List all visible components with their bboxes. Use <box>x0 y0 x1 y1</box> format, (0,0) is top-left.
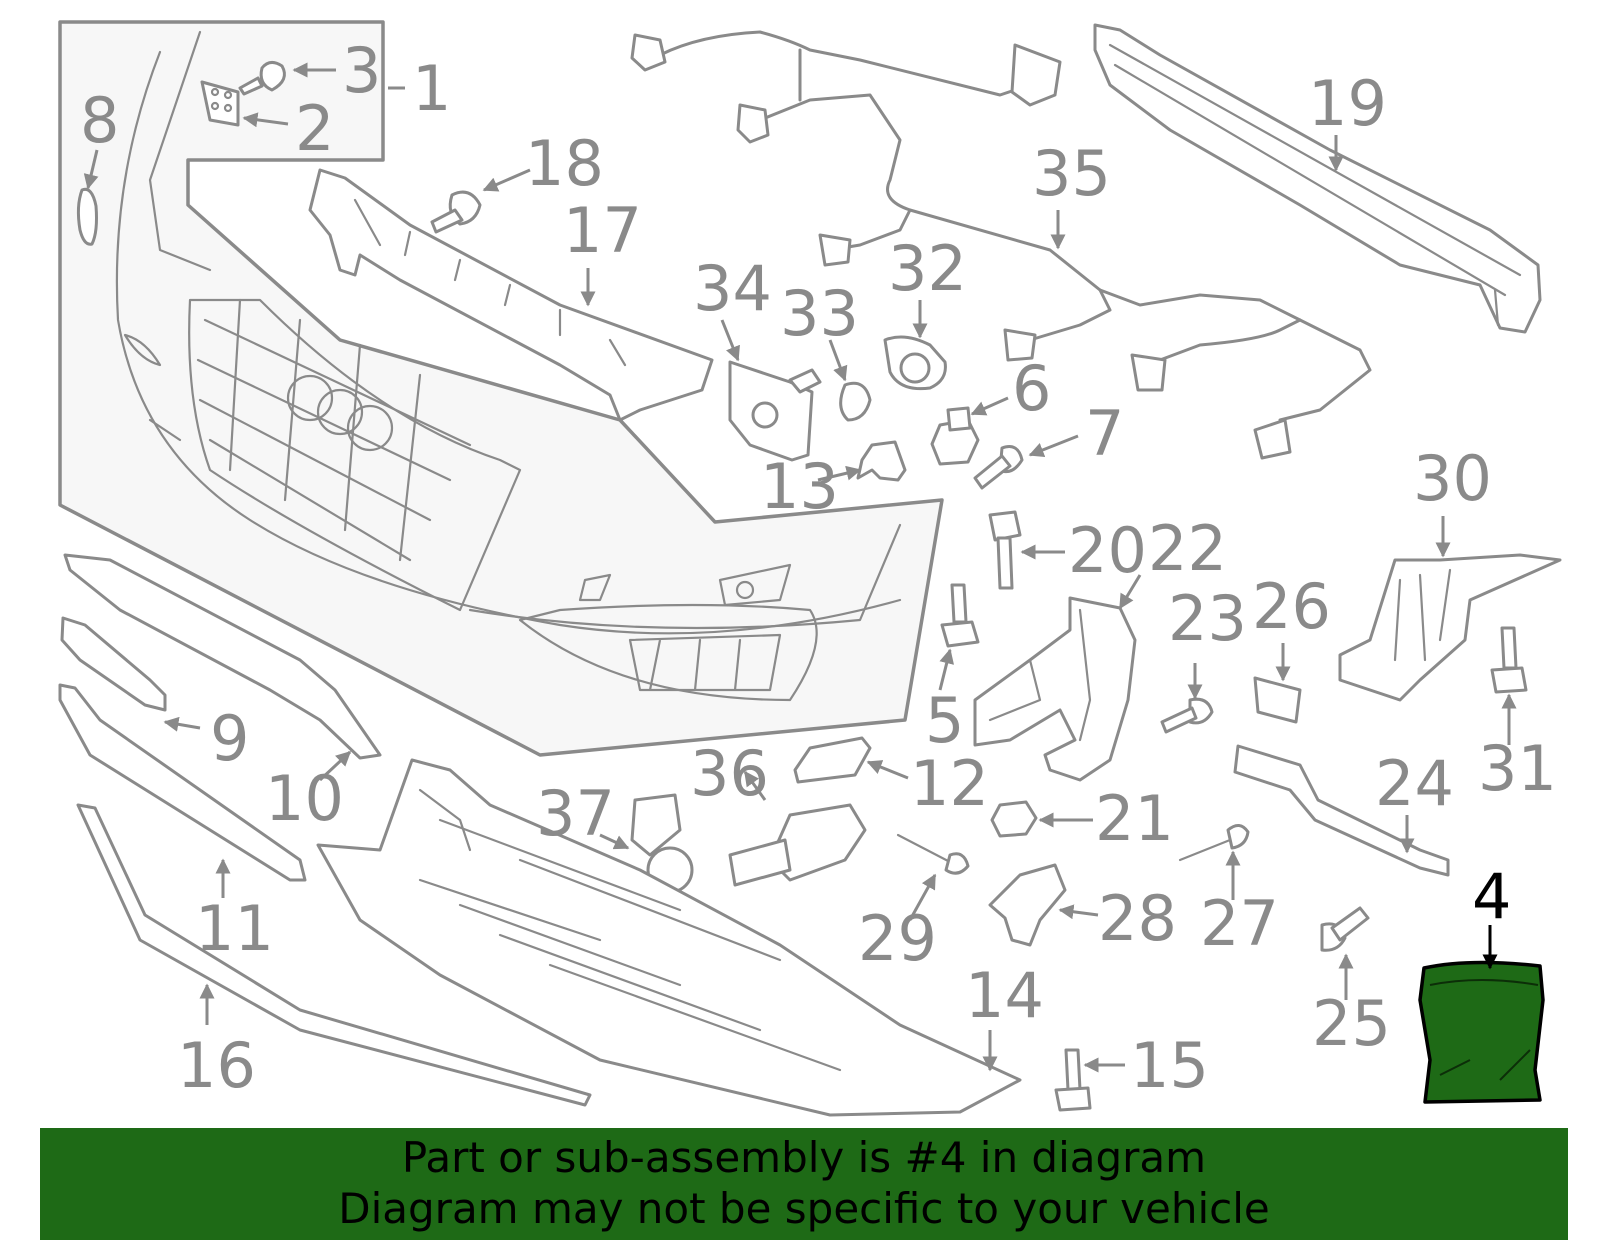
trim-strip-part-11 <box>58 683 307 882</box>
trim-strip-part-16 <box>76 803 592 1107</box>
bracket-part-2 <box>200 80 240 127</box>
callout-34: 34 <box>693 252 772 325</box>
callout-32: 32 <box>888 232 967 305</box>
reinforcement-bar-part-19 <box>1093 23 1542 334</box>
callout-28: 28 <box>1098 882 1177 955</box>
callout-labels: 1 2 3 4 5 6 7 8 9 10 11 12 13 14 15 16 1… <box>80 34 1557 1102</box>
callout-20: 20 <box>1068 514 1147 587</box>
trim-strip-part-9 <box>60 616 167 712</box>
strip-part-24 <box>1233 744 1450 877</box>
cover-part-12 <box>793 736 872 784</box>
callout-16: 16 <box>177 1029 256 1102</box>
banner-line-disclaimer: Diagram may not be specific to your vehi… <box>338 1184 1270 1233</box>
bracket-part-22 <box>973 596 1137 782</box>
callout-17: 17 <box>563 194 642 267</box>
rivet-part-27 <box>1178 824 1250 862</box>
sensor-part-36 <box>728 803 867 887</box>
callout-27: 27 <box>1200 887 1279 960</box>
trim-strip-part-10 <box>63 553 382 760</box>
leader-lines <box>83 62 1517 1073</box>
callout-2: 2 <box>295 92 334 165</box>
callout-24: 24 <box>1375 747 1454 820</box>
callout-14: 14 <box>965 959 1044 1032</box>
callout-13: 13 <box>760 450 839 523</box>
callout-3: 3 <box>342 34 381 107</box>
bracket-part-30 <box>1338 553 1562 702</box>
bolt-part-15 <box>1054 1048 1092 1112</box>
info-banner: Part or sub-assembly is #4 in diagram Di… <box>40 1128 1568 1240</box>
callout-6: 6 <box>1012 352 1051 425</box>
cap-part-8 <box>76 187 98 246</box>
guide-bar-part-17 <box>308 168 714 422</box>
callout-18: 18 <box>525 127 604 200</box>
callout-5: 5 <box>925 684 964 757</box>
callout-15: 15 <box>1130 1029 1209 1102</box>
sensor-part-32 <box>883 335 947 391</box>
callout-1: 1 <box>412 52 451 125</box>
bolt-part-20 <box>988 510 1022 590</box>
callout-37: 37 <box>536 777 615 850</box>
callout-25: 25 <box>1312 987 1391 1060</box>
screw-part-23 <box>1160 697 1214 734</box>
lower-cover-part-14 <box>316 758 1022 1117</box>
callout-29: 29 <box>858 902 937 975</box>
wiring-harness-part-35 <box>630 30 1372 460</box>
callout-31: 31 <box>1478 732 1557 805</box>
sensor-bracket-part-34 <box>728 360 822 462</box>
rivet-part-29 <box>896 833 970 875</box>
bumper-cover-assembly <box>58 20 944 757</box>
bracket-part-28 <box>988 863 1067 947</box>
callout-35: 35 <box>1032 137 1111 210</box>
callout-30: 30 <box>1413 442 1492 515</box>
bracket-part-13 <box>856 440 907 482</box>
nut-part-21 <box>990 800 1038 838</box>
callout-26: 26 <box>1252 570 1331 643</box>
callout-36: 36 <box>690 737 769 810</box>
callout-9: 9 <box>210 702 249 775</box>
callout-7: 7 <box>1085 397 1124 470</box>
callout-11: 11 <box>195 892 274 965</box>
callout-22: 22 <box>1148 512 1227 585</box>
callout-19: 19 <box>1308 67 1387 140</box>
nut-part-6 <box>930 406 980 466</box>
callout-10: 10 <box>265 762 344 835</box>
callout-8: 8 <box>80 84 119 157</box>
callout-33: 33 <box>780 277 859 350</box>
banner-line-part-number: Part or sub-assembly is #4 in diagram <box>401 1133 1207 1182</box>
bolt-part-31 <box>1490 626 1528 694</box>
bolt-part-3 <box>238 61 286 96</box>
callout-4: 4 <box>1472 860 1511 933</box>
bolt-part-7 <box>973 445 1024 490</box>
clip-part-26 <box>1253 676 1302 724</box>
bolt-part-5 <box>940 583 980 648</box>
callout-12: 12 <box>910 747 989 820</box>
highlighted-part-4 <box>1418 960 1545 1104</box>
callout-23: 23 <box>1168 582 1247 655</box>
callout-21: 21 <box>1095 782 1174 855</box>
clip-part-18 <box>430 190 482 234</box>
ring-part-33 <box>839 381 872 422</box>
screw-part-25 <box>1320 906 1370 952</box>
